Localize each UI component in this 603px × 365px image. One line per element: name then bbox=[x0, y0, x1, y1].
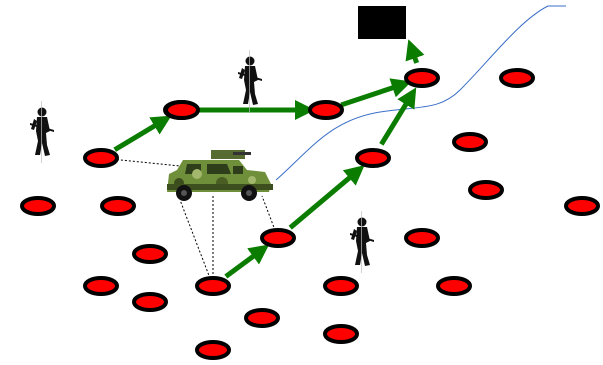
node-ellipse bbox=[260, 228, 296, 248]
node-ellipse bbox=[436, 276, 472, 296]
humvee-icon bbox=[167, 150, 273, 201]
path-arrow bbox=[113, 115, 172, 152]
node-ellipse bbox=[323, 276, 359, 296]
node-ellipse bbox=[564, 196, 600, 216]
node-ellipse bbox=[244, 308, 280, 328]
vehicle-link-line bbox=[261, 195, 279, 239]
node-ellipse bbox=[404, 228, 440, 248]
node-ellipse bbox=[83, 276, 119, 296]
node-ellipse bbox=[100, 196, 136, 216]
node-ellipse bbox=[404, 68, 440, 88]
node-ellipse bbox=[20, 196, 56, 216]
path-arrow bbox=[224, 244, 270, 279]
path-arrow bbox=[340, 78, 412, 108]
node-ellipse bbox=[164, 100, 200, 120]
node-ellipse bbox=[83, 148, 119, 168]
node-ellipse bbox=[308, 100, 344, 120]
blue-trajectory-curve bbox=[275, 5, 566, 181]
node-ellipse bbox=[452, 132, 488, 152]
node-ellipse bbox=[195, 340, 231, 360]
node-ellipse bbox=[195, 276, 231, 296]
node-ellipse bbox=[323, 324, 359, 344]
node-ellipse bbox=[132, 292, 168, 312]
node-ellipse bbox=[132, 244, 168, 264]
path-arrow bbox=[288, 165, 365, 230]
vehicle-link-line bbox=[179, 199, 214, 287]
node-ellipse bbox=[355, 148, 391, 168]
path-arrow bbox=[379, 87, 417, 146]
nodes bbox=[20, 68, 600, 360]
target-box bbox=[358, 6, 406, 39]
path-arrows bbox=[113, 39, 425, 279]
path-arrow bbox=[405, 39, 425, 64]
node-ellipse bbox=[468, 180, 504, 200]
node-ellipse bbox=[499, 68, 535, 88]
